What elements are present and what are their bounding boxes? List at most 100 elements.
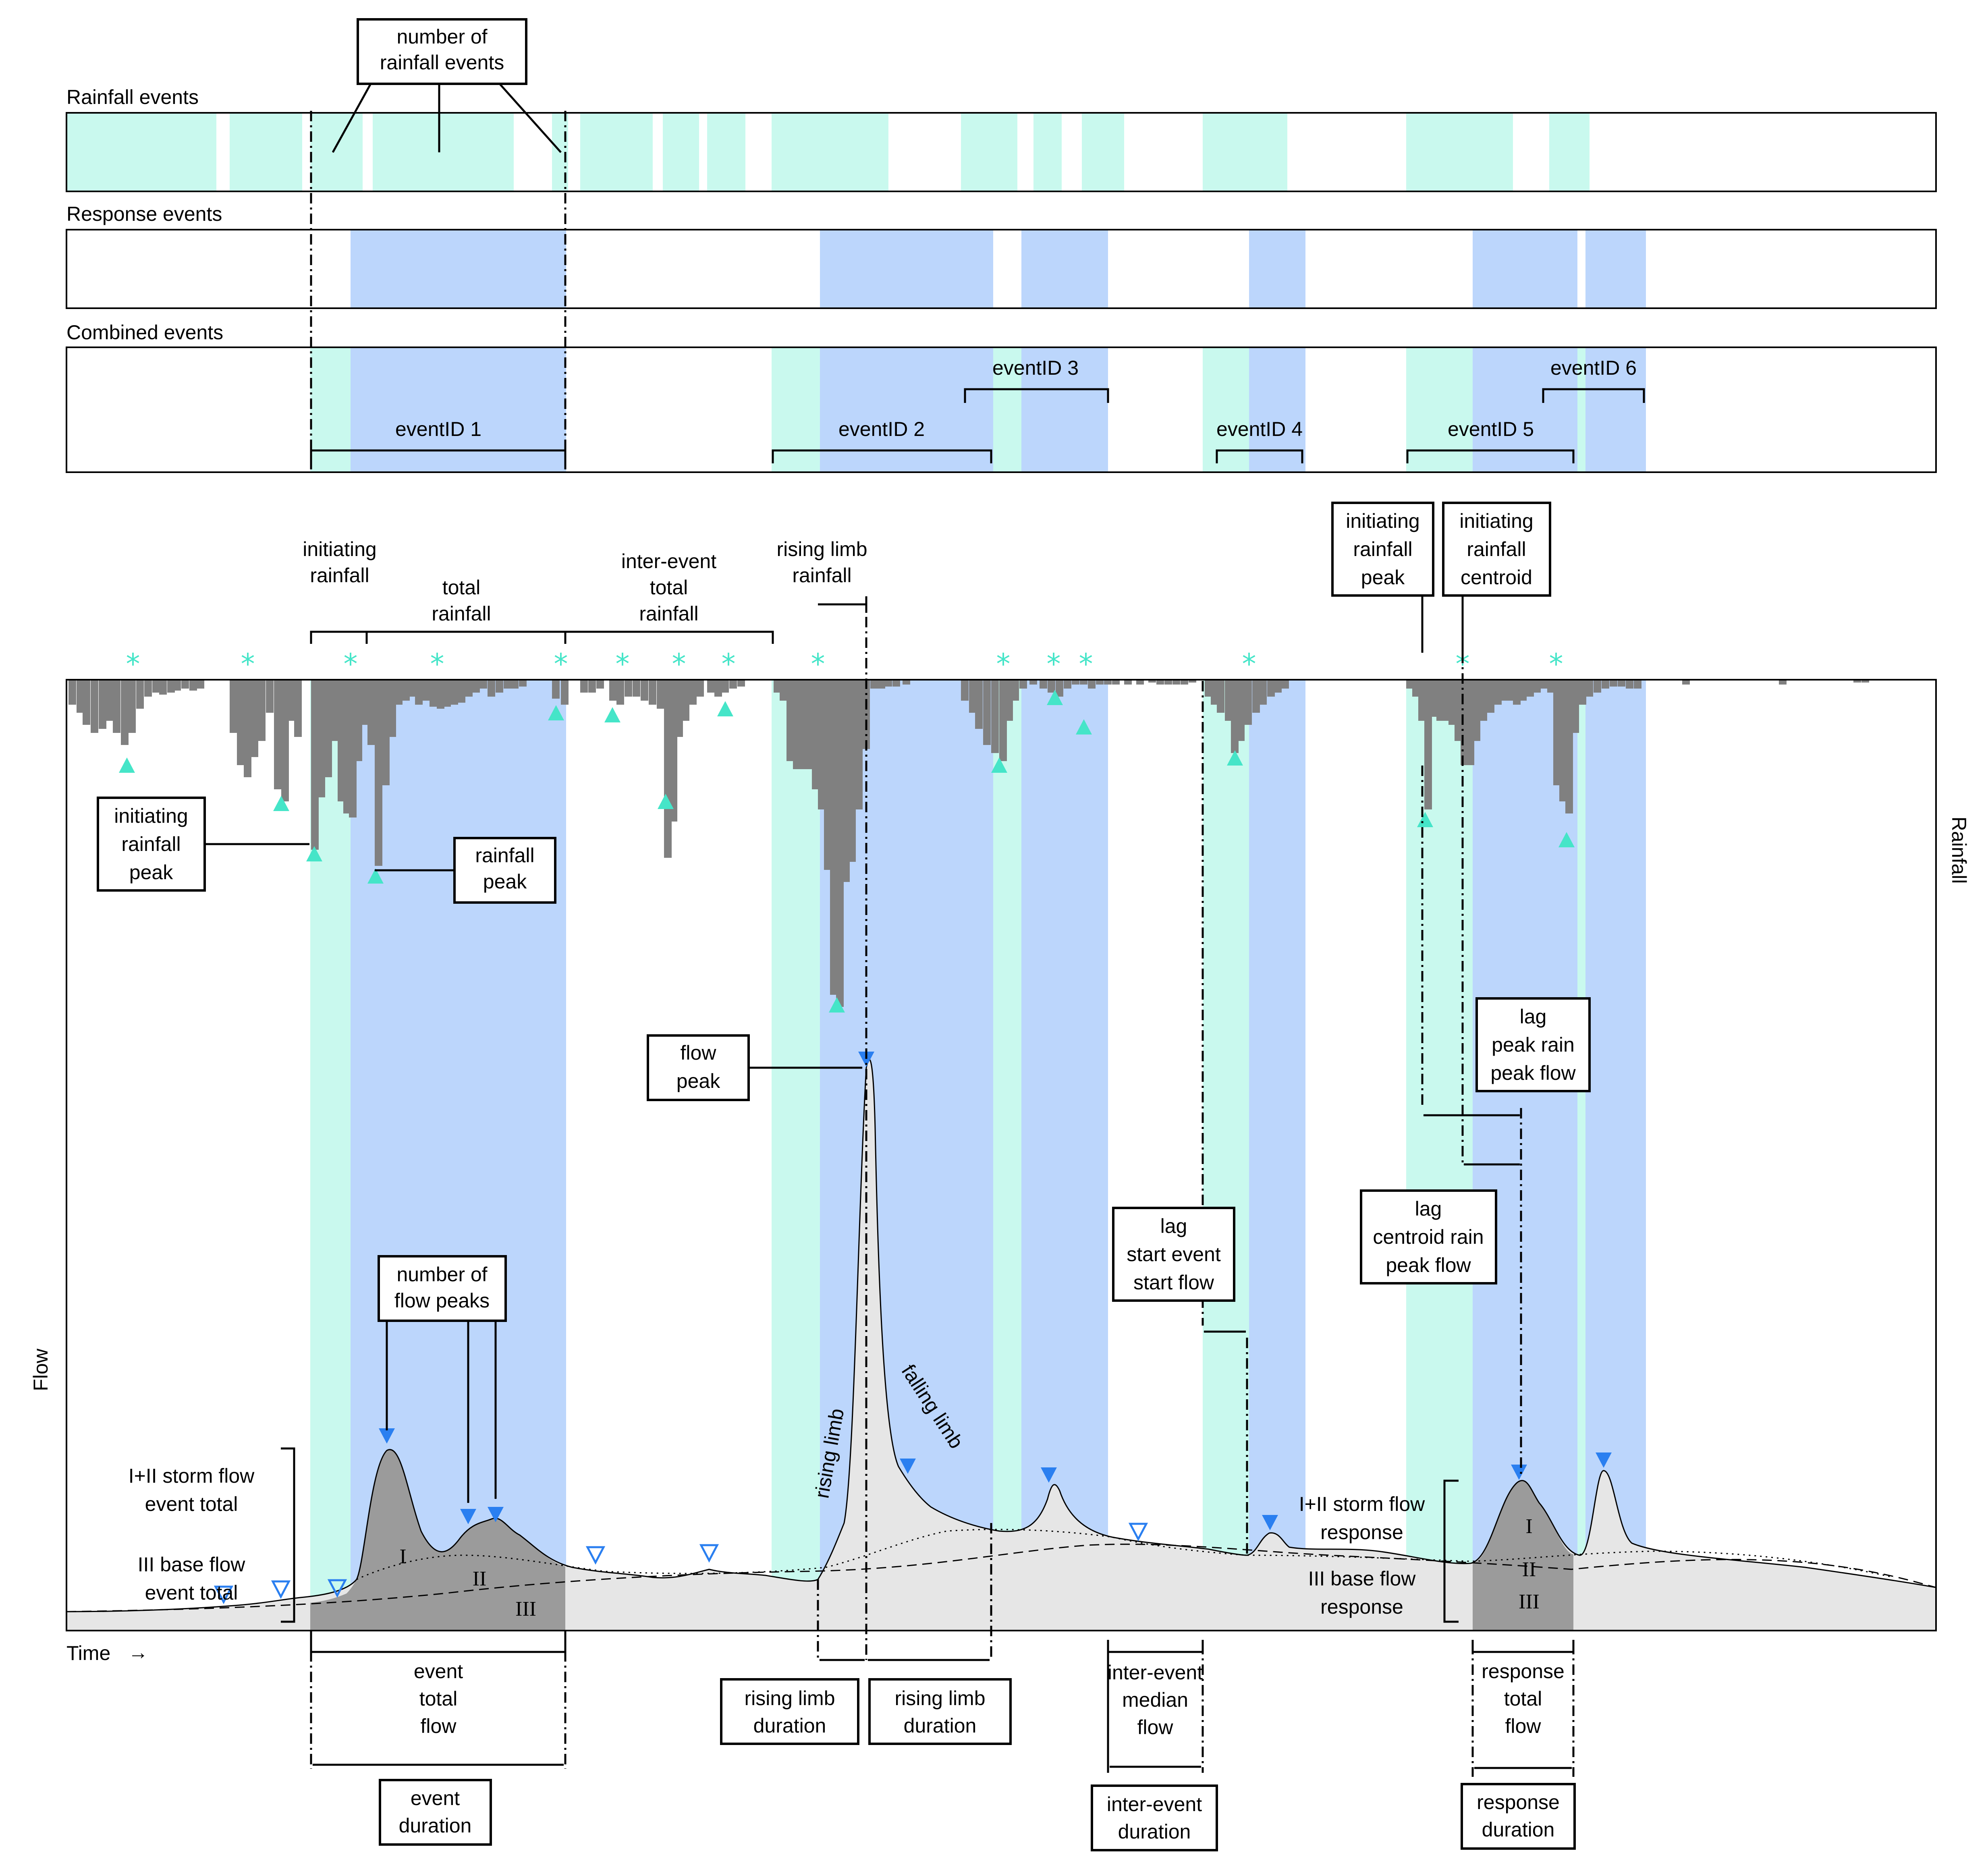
triangle-up-icon [1417, 812, 1433, 827]
rainfall-bar [437, 681, 444, 709]
rainfall-bar [331, 681, 339, 741]
rainfall-bar [181, 681, 189, 689]
response-events-panel: Response events [66, 203, 1937, 309]
rain-span [1082, 113, 1124, 191]
rainfall-bar [799, 681, 807, 769]
baseflow-line [66, 1544, 1936, 1612]
rainfall-bar [616, 681, 624, 705]
triangle-down-outline-icon [214, 1585, 234, 1604]
triangle-down-outline-icon [1128, 1523, 1148, 1542]
rain-span [663, 113, 699, 191]
asterisk-icon: * [672, 647, 686, 681]
rainfall-bar [317, 681, 325, 797]
storm-flow-zone-3: III [515, 1598, 536, 1621]
rainfall-bar [1547, 681, 1555, 693]
triangle-up-icon [1047, 690, 1063, 705]
rainfall-bar [588, 681, 596, 693]
rainfall-bar [237, 681, 245, 765]
rainfall-bar [1610, 681, 1617, 687]
rainfall-bar [561, 681, 569, 705]
rainfall-bar [991, 681, 999, 753]
asterisk-icon: * [126, 647, 140, 681]
rainfall-bar [367, 681, 375, 745]
rainfall-bar [1533, 681, 1541, 693]
response-span [351, 230, 566, 308]
triangle-down-outline-icon [585, 1546, 606, 1565]
rainfall-bar [1104, 681, 1112, 685]
rain-span [1406, 113, 1513, 191]
rainfall-bar [737, 681, 745, 687]
rainfall-bar [1467, 681, 1474, 765]
rainfall-bar [1172, 681, 1180, 685]
rainfall-bar [167, 681, 175, 693]
rainfall-bar [77, 681, 84, 713]
rainfall-bar [729, 681, 737, 689]
rainfall-bar [774, 681, 781, 693]
triangle-down-filled-icon [1511, 1465, 1527, 1480]
rainfall-bar [892, 681, 900, 687]
rainfall-bar [1267, 681, 1275, 697]
rainfall-bar [714, 681, 722, 697]
rainfall-bar [488, 681, 495, 697]
event-id-5: eventID 5 [1448, 418, 1534, 440]
response-span [1021, 230, 1108, 308]
triangle-down-filled-icon [1596, 1452, 1612, 1468]
rainfall-bar [1244, 681, 1252, 725]
response-zone-3: III [1519, 1590, 1540, 1613]
rainfall-bar [633, 681, 640, 697]
rainfall-bar [91, 681, 98, 733]
triangle-up-icon [604, 707, 620, 722]
triangle-up-icon [367, 868, 384, 884]
asterisk-icon: * [722, 647, 736, 681]
triangle-up-icon [548, 705, 564, 720]
rainfall-bar [682, 681, 689, 721]
rainfall-bar [1494, 681, 1502, 705]
rainfall-bar [1594, 681, 1601, 693]
rainfall-bar [251, 681, 258, 757]
rain-span [1203, 113, 1287, 191]
rainfall-axis-label: Rainfall [1948, 817, 1970, 884]
rainfall-bar [649, 681, 656, 705]
rainfall-bar [1519, 681, 1527, 701]
rainfall-events-title: Rainfall events [66, 86, 199, 108]
rainfall-bar [836, 681, 844, 1007]
rainfall-bar [1231, 681, 1239, 753]
triangle-up-icon [1558, 832, 1575, 847]
rainfall-bar [443, 681, 451, 707]
rainfall-bar [244, 681, 251, 777]
rainfall-bar [1634, 681, 1641, 689]
response-zone-2: II [1522, 1558, 1536, 1581]
rainfall-bar [961, 681, 969, 701]
rainfall-bar [479, 681, 487, 689]
rainfall-bar [1040, 681, 1047, 689]
rainfall-bar [812, 681, 820, 789]
rainfall-bar [903, 681, 910, 685]
asterisk-icon: * [1047, 647, 1061, 681]
time-axis-label: Time [66, 1642, 110, 1664]
response-zone-1: I [1525, 1515, 1532, 1538]
flow-hydrograph-line [66, 1059, 1936, 1612]
rain-span [707, 113, 745, 191]
rainfall-bar [355, 681, 362, 761]
asterisk-icon: * [241, 647, 255, 681]
storm-flow-zone-2: II [473, 1567, 487, 1590]
rainfall-bar [465, 681, 473, 697]
rainfall-bar [1436, 681, 1444, 721]
rainfall-bar [144, 681, 152, 697]
